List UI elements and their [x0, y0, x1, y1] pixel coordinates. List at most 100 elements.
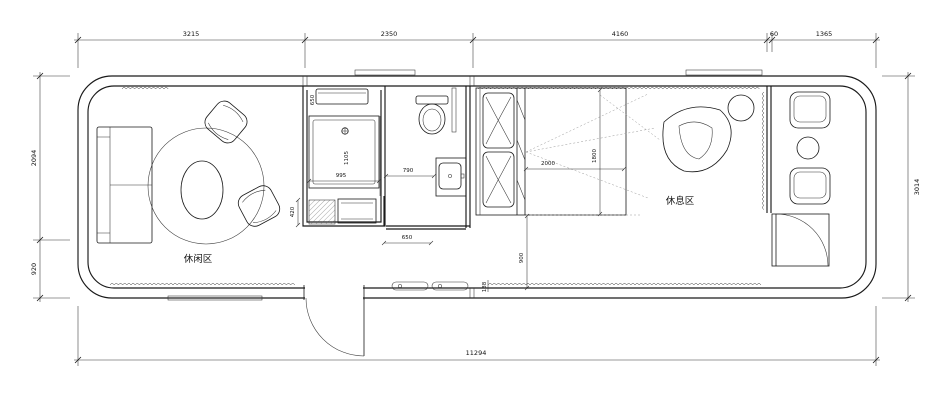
dimension-label: 420	[290, 206, 296, 217]
chair-seat	[237, 185, 281, 227]
cockpit-seat-cushion	[793, 95, 827, 123]
dimension-label: 1105	[344, 151, 350, 165]
duvet-fold	[516, 88, 526, 215]
bath-bench-lines	[341, 202, 373, 220]
bed-area: 2000 1800 900 138	[475, 87, 661, 292]
door-opening	[305, 284, 363, 301]
shower-drain-icon	[341, 127, 349, 135]
bottom-window	[167, 295, 263, 301]
wall-light-dot	[438, 284, 442, 288]
grab-bar	[451, 87, 457, 133]
egg-chair	[662, 106, 732, 173]
wall-lights	[391, 281, 469, 291]
dimension-left: 2094 920	[30, 72, 70, 302]
bathroom: 650 1105 995 420	[290, 86, 386, 228]
dimension-line	[523, 166, 627, 172]
top-window	[354, 69, 416, 76]
zone-label-leisure: 休闲区	[184, 253, 213, 265]
inner-wall	[87, 85, 867, 289]
dimension-line	[381, 240, 434, 246]
dimension-label: 650	[310, 94, 316, 105]
cockpit-seat	[789, 91, 831, 129]
dimension-line	[597, 87, 603, 217]
cockpit-table	[796, 136, 820, 160]
wall-light	[431, 281, 469, 291]
dimension-bottom: 11294	[74, 306, 880, 366]
dimension-label: 2350	[381, 30, 398, 38]
dimension-label: 11294	[466, 349, 487, 357]
curtains	[109, 87, 765, 286]
bed-frame	[475, 87, 627, 216]
entrance-door	[305, 297, 365, 357]
wall-light	[391, 281, 429, 291]
duvet-fold-lines	[516, 99, 526, 201]
shower-drain-cross	[342, 128, 348, 134]
dimension-left-lines	[33, 72, 70, 302]
dimension-label: 60	[770, 30, 778, 38]
door-jambs	[303, 285, 365, 300]
shower-tray	[308, 115, 380, 189]
wall-partition-marks	[302, 76, 475, 298]
dimension-label: 920	[30, 263, 38, 275]
toilet-bowl	[418, 103, 446, 135]
leisure-zone: 休闲区	[96, 100, 281, 265]
cockpit-seat-cushion	[793, 171, 827, 199]
dimension-label: 4160	[612, 30, 629, 38]
dimension-label: 2000	[541, 161, 555, 167]
dimension-label: 2094	[30, 150, 38, 167]
dimension-label: 900	[519, 252, 525, 263]
sink-basin	[438, 162, 462, 190]
dimension-line	[295, 197, 301, 228]
dimension-top-lines	[74, 33, 880, 68]
curtain	[487, 283, 762, 286]
dimension-label: 138	[482, 281, 488, 292]
round-rug	[147, 127, 265, 245]
lounge-chair	[204, 100, 248, 144]
side-table	[727, 94, 755, 122]
sink-cabinet	[435, 157, 467, 197]
lounge-chair	[237, 185, 281, 227]
toilet-partition	[383, 86, 471, 230]
outer-wall	[77, 75, 877, 299]
rest-zone: 休息区	[662, 94, 755, 207]
dimension-top: 3215 2350 4160 60 1365	[74, 30, 880, 68]
side-door-frame	[771, 213, 830, 267]
side-door-swing-arc	[775, 213, 829, 267]
dimension-line	[524, 213, 530, 291]
toilet-area: 790 650	[381, 86, 471, 246]
towel-rack	[315, 88, 369, 105]
dimension-line	[306, 178, 382, 184]
toilet-seat	[422, 108, 442, 132]
coffee-table	[180, 160, 224, 220]
curtain	[762, 91, 765, 210]
bathroom-walls	[302, 86, 386, 227]
bath-bench	[337, 198, 377, 224]
dimension-bottom-lines	[74, 306, 880, 366]
faucet-icon	[460, 173, 465, 179]
cockpit-area	[766, 86, 831, 267]
top-window	[685, 69, 763, 76]
dimension-label: 995	[336, 173, 347, 179]
sofa-cushions	[97, 127, 152, 243]
curtain	[109, 283, 296, 286]
reading-light-beam	[525, 93, 661, 199]
dimension-top-ticks	[74, 36, 880, 44]
toilet-tank	[415, 95, 449, 105]
cockpit-seat	[789, 167, 831, 205]
dimension-right: 3014	[882, 72, 921, 302]
dimension-label: 790	[403, 168, 414, 174]
dimension-bottom-ticks	[74, 356, 880, 364]
floor-drain-hatch	[309, 200, 335, 224]
dimension-label: 3215	[183, 30, 200, 38]
chair-seat	[204, 100, 248, 144]
curtain	[121, 87, 169, 90]
dimension-left-ticks	[36, 72, 44, 302]
sink-drain-icon	[448, 174, 452, 178]
dimension-label: 650	[402, 235, 413, 241]
dimension-line	[383, 173, 437, 179]
wall-light-dot	[398, 284, 402, 288]
floor-drain-area	[308, 199, 336, 225]
chair-back	[208, 104, 244, 140]
pillow	[482, 151, 515, 208]
